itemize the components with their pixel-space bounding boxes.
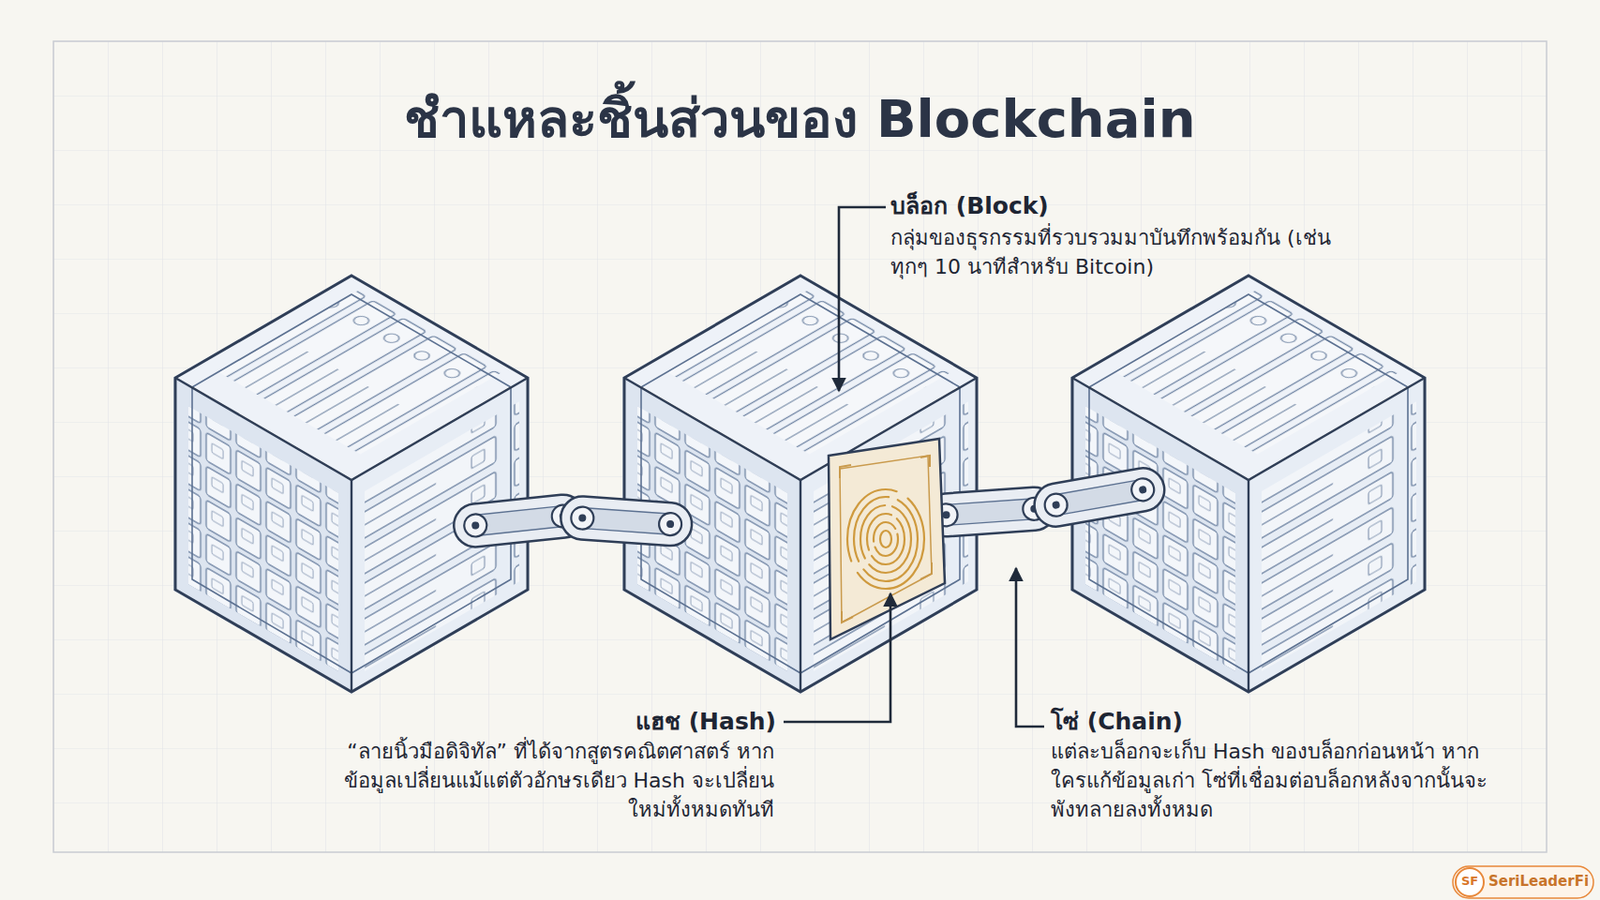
watermark-logo bbox=[1455, 867, 1484, 897]
fingerprint-ridge bbox=[867, 513, 905, 565]
callout-heading: แฮช (Hash) bbox=[487, 706, 777, 736]
watermark-logo-text: SF bbox=[1455, 873, 1484, 889]
callout-text: “ลายนิ้วมือดิจิทัล” ที่ได้จากสูตรคณิตศาส… bbox=[341, 736, 775, 824]
fingerprint-ridge bbox=[880, 530, 892, 548]
title: ชำแหละชิ้นส่วนของ Blockchain bbox=[0, 86, 1600, 152]
hash-plate-border bbox=[839, 455, 932, 623]
chain-link bbox=[1031, 464, 1168, 531]
frame bbox=[53, 41, 1547, 853]
leader-line bbox=[783, 593, 891, 722]
block-cube bbox=[173, 273, 530, 694]
block-cube bbox=[622, 273, 979, 694]
hash-plate-corner bbox=[839, 455, 932, 623]
callout-text: แต่ละบล็อกจะเก็บ Hash ของบล็อกก่อนหน้า ห… bbox=[1050, 736, 1492, 824]
fingerprint-ridge bbox=[847, 489, 925, 589]
leader-line bbox=[838, 207, 886, 391]
callout-heading: โซ่ (Chain) bbox=[1050, 706, 1445, 736]
fingerprint-plate bbox=[828, 438, 945, 640]
watermark-text: SeriLeaderFi bbox=[1488, 872, 1592, 891]
leader-line bbox=[1016, 568, 1045, 727]
fingerprint-ridge bbox=[873, 522, 898, 556]
fingerprint-ridge bbox=[860, 505, 912, 573]
hash-plate bbox=[828, 438, 945, 640]
callout-text: กลุ่มของธุรกรรมที่รวบรวมมาบันทึกพร้อมกัน… bbox=[890, 223, 1341, 282]
callout-heading: บล็อก (Block) bbox=[890, 191, 1378, 221]
chain-link bbox=[559, 494, 694, 548]
fingerprint-ridge bbox=[853, 496, 918, 582]
watermark-badge bbox=[1452, 866, 1594, 898]
